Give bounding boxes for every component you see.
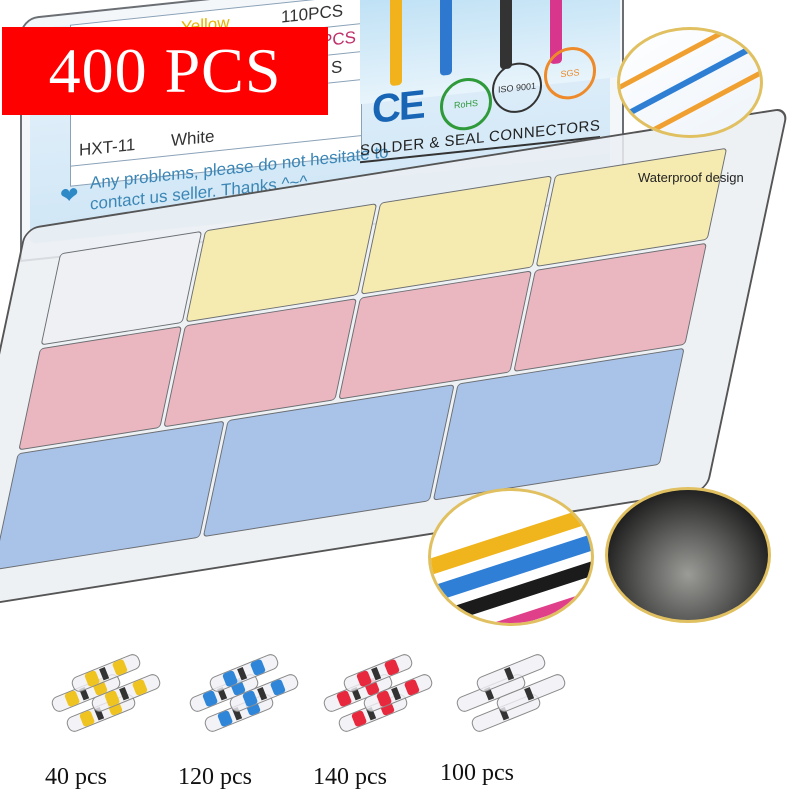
group-quantity-label: 100 pcs [440,760,514,786]
blue-connector-group [178,640,308,750]
yellow-connector-group [40,640,170,750]
waterproof-callout-image [617,27,763,138]
clear-connector-group [445,640,575,750]
group-quantity-label: 40 pcs [45,764,107,790]
ce-mark: CE [372,82,424,133]
yellow-connector-graphic [390,0,402,87]
waterproof-label: Waterproof design [638,170,744,185]
group-quantity-label: 120 pcs [178,764,252,790]
red-connector-group [312,640,442,750]
hearts-icon: ❤ [60,181,79,209]
black-connector-graphic [500,0,512,70]
spliced-wires-callout-image [428,488,594,626]
blue-connector-graphic [440,0,452,76]
quantity-banner: 400 PCS [2,27,328,115]
group-quantity-label: 140 pcs [313,764,387,790]
engine-application-image [605,487,771,623]
